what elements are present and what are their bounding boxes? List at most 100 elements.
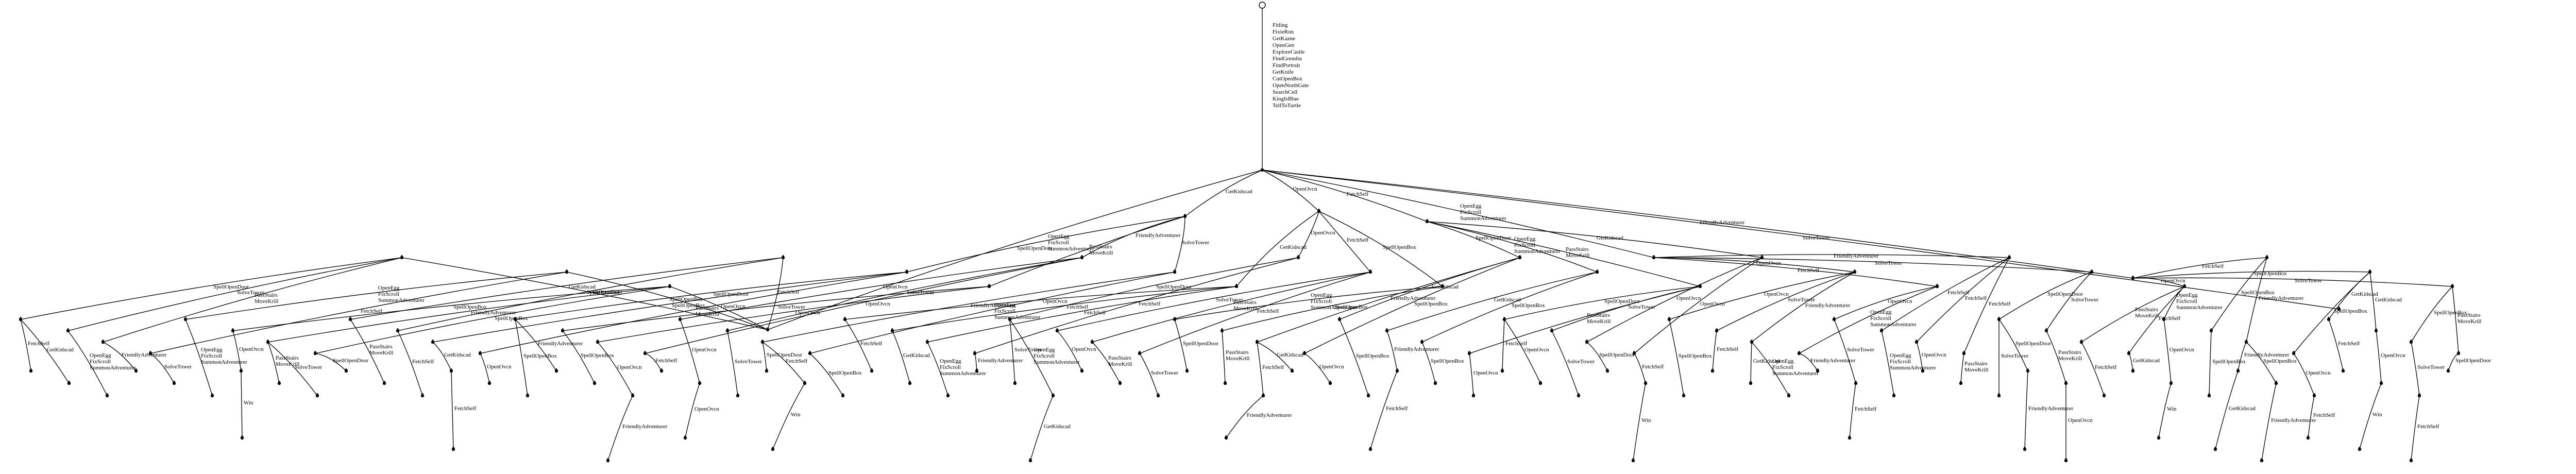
edge-label: SpellOpenBox [453,304,487,310]
tree-edge [315,286,670,354]
edge-label: FetchSelf [2313,412,2335,418]
state-node [210,394,214,398]
tree-edge [1009,319,1054,396]
edge-label: GetKidscad [1280,244,1307,250]
tree-edge [1750,342,1752,384]
tree-edge [1257,342,1293,371]
edge-label: SolveTower [1216,297,1243,303]
tree-edge [1998,319,2028,371]
state-node [1368,270,1372,274]
tree-edge [1634,257,1762,354]
edge-label: Win [1641,417,1651,424]
tree-edge [67,257,402,331]
tree-edge [1236,211,1319,287]
tree-edge [1421,272,1598,343]
state-node [2446,369,2450,373]
root-plan-step: TellToTurtle [1273,103,1301,109]
edge-label: SpellOpenDoor [1604,298,1640,304]
tree-edge [401,257,768,330]
edge-label: Win [2167,406,2177,412]
tree-edge [974,353,977,371]
tree-edge [562,330,595,384]
state-node [101,340,105,344]
tree-edge [1586,342,1608,371]
state-node [2131,276,2135,280]
state-node [1962,351,1966,356]
edge-label: OpenOvcn [239,346,264,352]
root-plan-step: SearchCell [1273,89,1297,95]
tree-edge [1751,342,1789,396]
state-node [2341,369,2345,373]
edge-label: OpenOvcn [617,364,642,370]
edge-label: SpellOpenBox [523,353,557,359]
tree-edge [480,272,907,354]
tree-edge [762,342,767,371]
state-node [1433,381,1437,385]
edge-label: FetchSelf [1386,405,1408,412]
edge-label: SolveTower [1014,347,1042,353]
state-node [2312,394,2316,398]
tree-edge [241,370,243,438]
edge-label: SpellOpenBox [2212,359,2246,365]
state-node [1385,329,1389,333]
edge-label: SolveTower [778,304,805,310]
tree-edge [727,257,1082,331]
edge-label: GetKidscad [1753,358,1780,364]
state-node [1997,317,2001,321]
state-node [975,369,979,373]
tree-edge [1712,330,1717,371]
tree-edge [1998,272,2092,320]
edge-label: GetKidscad [1597,235,1623,241]
state-node [1749,381,1753,385]
state-node [183,317,188,321]
tree-edge [1298,211,1319,258]
edge-label: SolveTower [1875,260,1902,266]
tree-edge [2376,330,2382,384]
state-node [1797,351,1801,356]
edge-label: FetchSelf [655,358,677,364]
state-node [631,394,635,398]
tree-edge [1669,319,1684,396]
state-node [1816,369,1820,373]
edge-label: SpellOpenDoor [2455,358,2491,364]
edge-label: SolveTower [1182,240,1209,246]
edge-label: GetKidscad [592,290,619,296]
edges-layer [20,170,2460,461]
edge-label: SpellOpenBox [2263,358,2297,364]
tree-edge [1139,353,1159,396]
tree-edge [2411,286,2453,343]
tree-edge [451,370,454,450]
state-node [803,381,807,385]
state-node [2379,381,2383,385]
tree-edge [1504,286,1701,320]
tree-edge [2308,395,2315,438]
tree-edge [1318,211,1443,287]
edge-label: GetKidscad [1226,189,1252,195]
edge-label: FriendlyAdventurer [1805,302,1851,309]
state-node [2358,447,2362,451]
tree-edge [2132,277,2453,287]
state-node [526,394,530,398]
root-plan-step: GetKazne [1273,36,1295,42]
state-node [478,351,482,356]
tree-edge [185,319,213,396]
tree-edge [267,342,280,384]
tree-edge [1262,170,1319,212]
state-node [1710,369,1715,373]
root-plan-step: GetKnife [1273,69,1294,75]
tree-edge [1834,286,1938,320]
state-node [2327,317,2331,321]
tree-edge [1257,342,1264,396]
edge-label: OpenOvcn [1311,230,1335,236]
state-node [736,394,740,398]
tree-edge [515,319,528,396]
tree-edge [2293,353,2315,396]
tree-edge [2246,257,2267,343]
